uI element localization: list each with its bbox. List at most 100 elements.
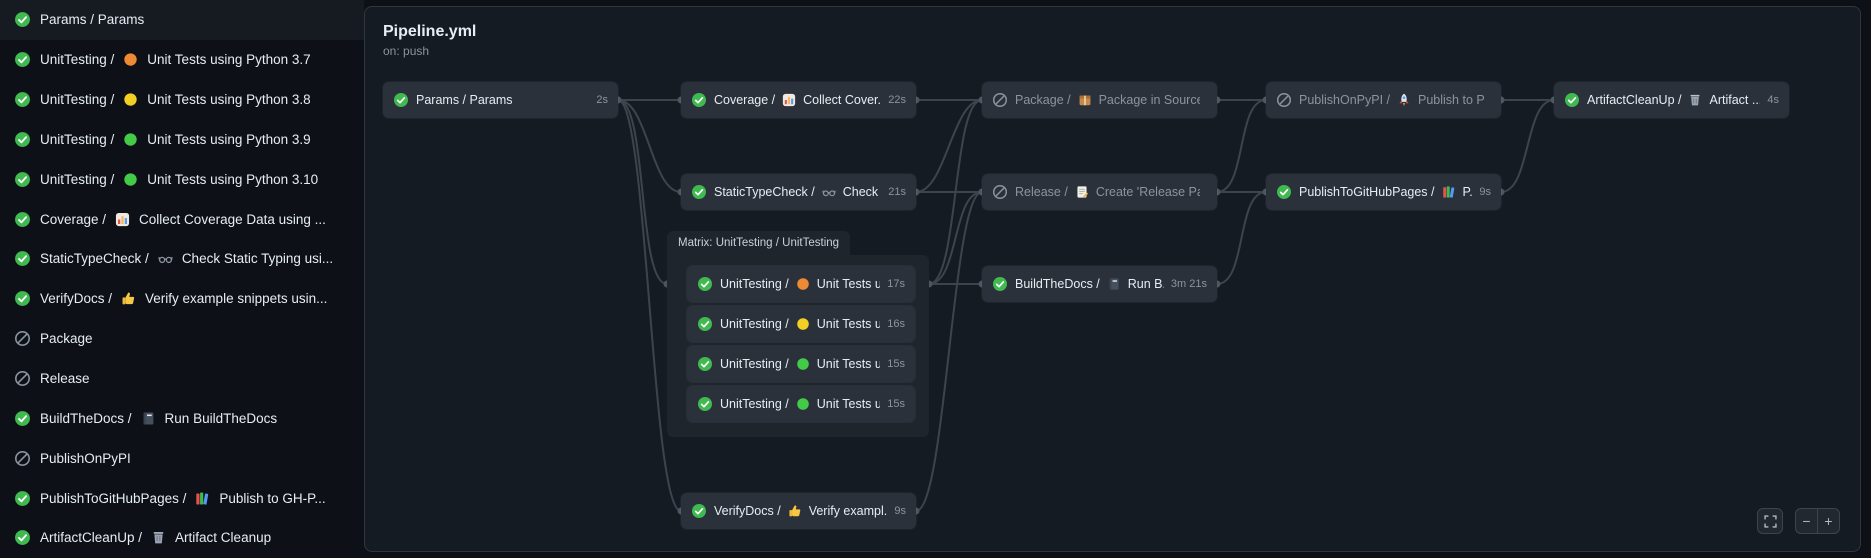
job-name: BuildTheDocs /: [1015, 277, 1100, 291]
jobs-sidebar: Params / Params UnitTesting / Unit Tests…: [0, 0, 364, 558]
success-status-icon: [14, 171, 31, 188]
job-node-unittesting-310[interactable]: UnitTesting / Unit Tests u... 15s: [687, 386, 915, 422]
job-name: ArtifactCleanUp /: [1587, 93, 1682, 107]
job-name: Coverage /: [714, 93, 776, 107]
zoom-out-button[interactable]: −: [1795, 508, 1818, 534]
sidebar-item-unittesting-310[interactable]: UnitTesting / Unit Tests using Python 3.…: [0, 159, 364, 199]
job-node-artifactcleanup[interactable]: ArtifactCleanUp / Artifact ... 4s: [1554, 82, 1789, 118]
job-node-statictypecheck[interactable]: StaticTypeCheck / Check ... 21s: [681, 174, 916, 210]
zoom-in-button[interactable]: +: [1817, 508, 1840, 534]
job-duration: 22s: [888, 94, 906, 106]
success-status-icon: [691, 92, 707, 108]
memo-icon: [1075, 185, 1089, 199]
job-node-unittesting-37[interactable]: UnitTesting / Unit Tests u... 17s: [687, 266, 915, 302]
job-label: Params / Params: [40, 12, 145, 28]
sidebar-item-publishonpypi[interactable]: PublishOnPyPI: [0, 438, 364, 478]
success-status-icon: [697, 316, 713, 332]
job-node-verifydocs[interactable]: VerifyDocs / Verify exampl... 9s: [681, 493, 916, 529]
fullscreen-icon: [1763, 514, 1778, 529]
job-label: Coverage /: [40, 211, 107, 227]
success-status-icon: [691, 503, 707, 519]
job-name: UnitTesting /: [720, 277, 789, 291]
matrix-label-text: Matrix: UnitTesting / UnitTesting: [678, 237, 840, 249]
glasses-icon: [822, 185, 836, 199]
sidebar-item-release[interactable]: Release: [0, 359, 364, 399]
orange-circle-icon: [123, 52, 138, 67]
job-label: UnitTesting /: [40, 131, 115, 147]
success-status-icon: [1564, 92, 1580, 108]
job-sublabel: Unit Tests using Python 3.9: [147, 131, 311, 147]
sidebar-item-statictypecheck[interactable]: StaticTypeCheck / Check Static Typing us…: [0, 239, 364, 279]
job-step-name: Collect Cover...: [803, 93, 882, 107]
green-circle-icon: [123, 132, 138, 147]
green-circle-icon: [796, 357, 810, 371]
job-label: BuildTheDocs /: [40, 410, 132, 426]
yellow-circle-icon: [796, 317, 810, 331]
notebook-icon: [1107, 277, 1121, 291]
job-name: UnitTesting /: [720, 357, 789, 371]
job-label: PublishOnPyPI: [40, 450, 131, 466]
job-sublabel: Unit Tests using Python 3.8: [147, 92, 311, 108]
success-status-icon: [14, 290, 31, 307]
job-duration: 15s: [887, 358, 905, 370]
job-label: VerifyDocs /: [40, 291, 113, 307]
success-status-icon: [14, 51, 31, 68]
chart-icon: [782, 93, 796, 107]
rocket-icon: [1397, 93, 1411, 107]
job-sublabel: Publish to GH-P...: [219, 490, 326, 506]
success-status-icon: [14, 131, 31, 148]
job-node-release[interactable]: Release / Create 'Release Pa...: [982, 174, 1217, 210]
job-step-name: Unit Tests u...: [816, 357, 880, 371]
sidebar-item-buildthedocs[interactable]: BuildTheDocs / Run BuildTheDocs: [0, 398, 364, 438]
success-status-icon: [992, 276, 1008, 292]
workflow-graph-canvas[interactable]: Pipeline.yml on: push Matrix: UnitTes: [364, 6, 1861, 552]
job-node-publishtogithubpages[interactable]: PublishToGitHubPages / P... 9s: [1266, 174, 1501, 210]
sidebar-item-params[interactable]: Params / Params: [0, 0, 364, 40]
job-step-name: Unit Tests u...: [816, 317, 880, 331]
workflow-trigger: on: push: [383, 44, 430, 58]
job-duration: 21s: [888, 186, 906, 198]
job-sublabel: Artifact Cleanup: [175, 530, 272, 546]
sidebar-item-artifactcleanup[interactable]: ArtifactCleanUp / Artifact Cleanup: [0, 518, 364, 558]
job-name: Params / Params: [416, 93, 513, 107]
workflow-header: Pipeline.yml on: push: [383, 23, 476, 58]
job-step-name: Publish to P...: [1418, 93, 1484, 107]
zoom-controls: − +: [1795, 508, 1840, 534]
notebook-icon: [141, 411, 156, 426]
matrix-group-label: Matrix: UnitTesting / UnitTesting: [667, 231, 851, 255]
skipped-status-icon: [14, 450, 31, 467]
job-node-package[interactable]: Package / Package in Source...: [982, 82, 1217, 118]
job-name: PublishOnPyPI /: [1299, 93, 1391, 107]
job-step-name: Unit Tests u...: [816, 397, 880, 411]
job-node-coverage[interactable]: Coverage / Collect Cover... 22s: [681, 82, 916, 118]
job-sublabel: Check Static Typing usi...: [181, 251, 334, 267]
sidebar-item-verifydocs[interactable]: VerifyDocs / Verify example snippets usi…: [0, 279, 364, 319]
fullscreen-button[interactable]: [1757, 508, 1783, 534]
job-step-name: P...: [1462, 185, 1473, 199]
job-name: Package /: [1015, 93, 1071, 107]
success-status-icon: [14, 490, 31, 507]
sidebar-item-coverage[interactable]: Coverage / Collect Coverage Data using .…: [0, 199, 364, 239]
job-node-buildthedocs[interactable]: BuildTheDocs / Run B... 3m 21s: [982, 266, 1217, 302]
books-icon: [195, 491, 210, 506]
sidebar-item-unittesting-37[interactable]: UnitTesting / Unit Tests using Python 3.…: [0, 40, 364, 80]
success-status-icon: [14, 529, 31, 546]
green-circle-icon: [123, 172, 138, 187]
green-circle-icon: [796, 397, 810, 411]
sidebar-item-unittesting-38[interactable]: UnitTesting / Unit Tests using Python 3.…: [0, 80, 364, 120]
job-step-name: Check ...: [842, 185, 882, 199]
sidebar-item-unittesting-39[interactable]: UnitTesting / Unit Tests using Python 3.…: [0, 120, 364, 160]
job-label: UnitTesting /: [40, 171, 115, 187]
job-node-unittesting-39[interactable]: UnitTesting / Unit Tests u... 15s: [687, 346, 915, 382]
package-icon: [1078, 93, 1092, 107]
job-node-unittesting-38[interactable]: UnitTesting / Unit Tests u... 16s: [687, 306, 915, 342]
job-node-params[interactable]: Params / Params 2s: [383, 82, 618, 118]
job-duration: 17s: [887, 278, 905, 290]
job-duration: 3m 21s: [1170, 278, 1207, 290]
sidebar-item-publishtogithubpages[interactable]: PublishToGitHubPages / Publish to GH-P..…: [0, 478, 364, 518]
success-status-icon: [14, 211, 31, 228]
job-node-publishonpypi[interactable]: PublishOnPyPI / Publish to P...: [1266, 82, 1501, 118]
sidebar-item-package[interactable]: Package: [0, 319, 364, 359]
job-step-name: Verify exampl...: [808, 504, 888, 518]
success-status-icon: [14, 91, 31, 108]
